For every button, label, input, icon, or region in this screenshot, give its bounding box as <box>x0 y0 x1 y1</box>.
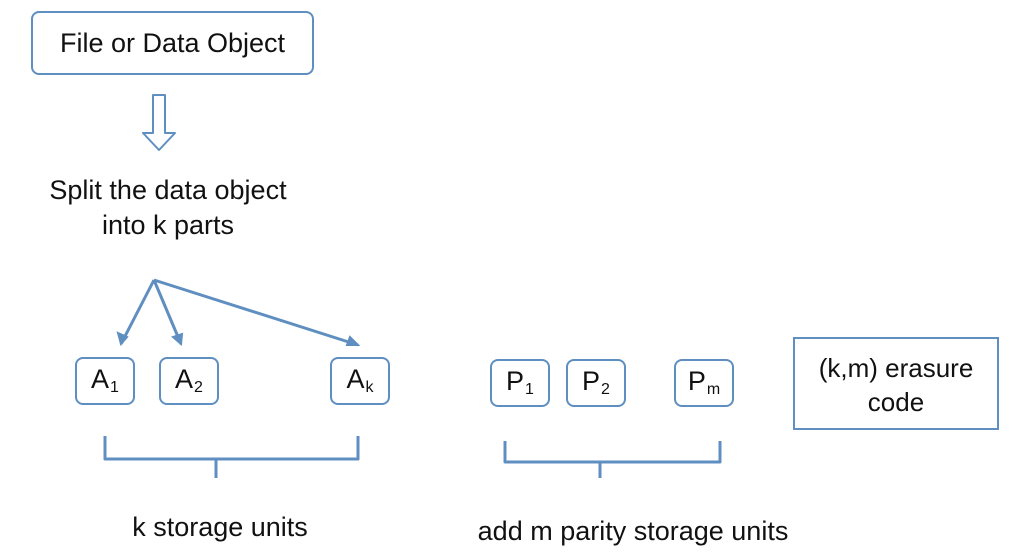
erasure-code-line-2: code <box>867 386 925 417</box>
storage-units-label: k storage units <box>132 512 308 542</box>
split-arrowhead-a1 <box>116 331 129 347</box>
parity-units-label: add m parity storage units <box>477 516 789 546</box>
data-unit-a1-label: A1 <box>91 364 119 396</box>
split-arrowhead-a2 <box>171 332 184 347</box>
parity-unit-pm-label: Pm <box>687 366 721 398</box>
storage-brace <box>103 436 360 478</box>
parity-unit-p1-label: P1 <box>506 366 534 398</box>
parity-unit-p2: P2 <box>566 359 626 407</box>
split-arrow-ak <box>153 278 359 347</box>
file-or-data-object-label: File or Data Object <box>59 27 286 58</box>
data-unit-ak: Ak <box>330 357 390 405</box>
split-text-line-2: into k parts <box>101 210 235 240</box>
data-unit-a2: A2 <box>159 357 219 405</box>
split-arrowhead-ak <box>345 335 361 346</box>
split-text-line-1: Split the data object <box>49 175 287 205</box>
data-unit-ak-label: Ak <box>346 364 374 396</box>
erasure-code-line-1: (k,m) erasure <box>818 352 974 383</box>
parity-unit-p1: P1 <box>490 359 550 407</box>
down-arrow-icon <box>142 94 176 151</box>
parity-brace <box>503 441 722 478</box>
data-unit-a2-label: A2 <box>175 364 203 396</box>
erasure-code-label: (k,m) erasure code <box>819 351 974 419</box>
data-unit-a1: A1 <box>75 357 135 405</box>
parity-unit-pm: Pm <box>674 359 734 407</box>
split-arrow-a2 <box>152 279 183 345</box>
erasure-code-box: (k,m) erasure code <box>793 337 999 430</box>
parity-unit-p2-label: P2 <box>582 366 610 398</box>
split-arrow-a1 <box>119 279 156 345</box>
file-or-data-object-box: File or Data Object <box>31 11 314 75</box>
